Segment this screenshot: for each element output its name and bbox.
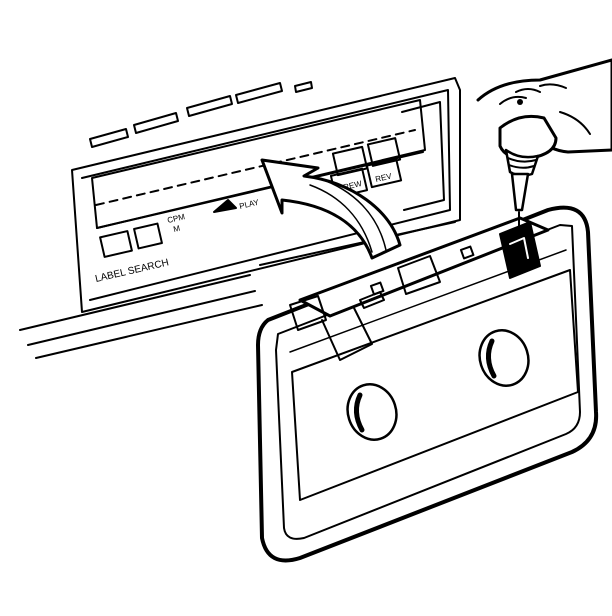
bottle-ring-2 <box>508 164 535 169</box>
cassette-tape-opening <box>321 307 373 361</box>
deck-shelf-line-2 <box>27 290 256 346</box>
insert-direction-arrow <box>260 158 402 260</box>
cassette-guide-left <box>289 295 327 331</box>
hand-thumb <box>559 111 591 135</box>
deck-front-inner <box>81 89 451 301</box>
deck-tray-arrow <box>213 199 237 213</box>
deck-front-panel <box>71 77 461 313</box>
deck-label-side-bottom: M <box>172 224 181 234</box>
cassette-tape <box>256 205 599 563</box>
tape-door-window <box>91 99 426 229</box>
deck-label-side-top: CPM <box>166 212 186 225</box>
hand-with-bottle <box>476 58 612 235</box>
deck-shelf-line-4 <box>259 221 456 266</box>
cassette-deck: LABEL SEARCH CPM M PLAY REW REV <box>19 77 461 359</box>
deck-button-left-2 <box>133 222 163 250</box>
deck-label-tray: PLAY <box>238 198 260 211</box>
cassette-reel-right <box>478 329 530 387</box>
deck-right-bracket <box>401 101 445 211</box>
cassette-hole-2 <box>459 245 475 260</box>
hand-fingers <box>499 83 567 105</box>
cassette-reel-left <box>346 383 398 441</box>
deck-button-right-2 <box>366 137 402 167</box>
deck-label-right-2: REV <box>374 171 393 184</box>
bottle-nozzle <box>510 172 530 212</box>
deck-shelf-line-1 <box>19 274 251 331</box>
cassette-hole-1 <box>369 281 385 296</box>
deck-shelf-line-3 <box>35 304 263 359</box>
deck-button-left-1 <box>99 230 133 258</box>
cassette-guide-center <box>397 255 441 295</box>
tape-door-dashed <box>95 129 416 206</box>
cassette-shell-inner <box>275 224 581 540</box>
bottle-drop <box>516 229 522 235</box>
deck-label-search: LABEL SEARCH <box>94 257 170 285</box>
deck-top-vents <box>89 81 313 148</box>
cassette-guide-right-notch <box>509 237 529 259</box>
bottle-ring-1 <box>507 157 537 163</box>
cassette-top-edge <box>298 216 550 318</box>
deck-button-right-4 <box>365 157 403 189</box>
cassette-label-area <box>291 269 579 501</box>
hand-knuckle-dot <box>517 99 523 105</box>
